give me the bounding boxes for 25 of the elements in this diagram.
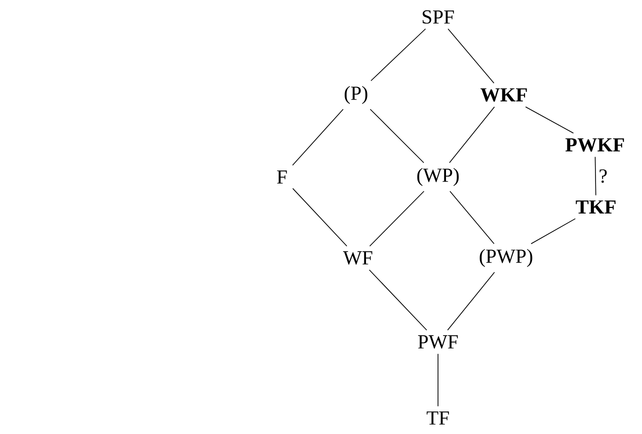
node-label: SPF (422, 10, 454, 24)
node-label: (P) (344, 86, 368, 104)
connector-line (594, 156, 596, 196)
connector-line (369, 190, 424, 247)
connector-line (450, 190, 494, 244)
connector-line (370, 108, 424, 164)
connector-line (530, 218, 576, 244)
node-label: (PWP) (480, 248, 532, 267)
node-label: PWF (418, 335, 458, 349)
edge-label: ? (600, 169, 607, 183)
connector-line (292, 188, 348, 247)
node-label: WF (343, 251, 372, 265)
node-label: (WP) (417, 168, 459, 186)
connector-line (525, 106, 574, 134)
connector-line (449, 106, 495, 164)
node-label: TF (426, 411, 449, 424)
node-label: PWKF (565, 138, 624, 152)
node-label: TKF (576, 200, 616, 214)
node-label: WKF (480, 88, 527, 102)
connector-line (368, 269, 428, 331)
node-label: F (277, 170, 287, 184)
connector-line (448, 28, 494, 84)
connector-line (447, 272, 495, 331)
connector-line (292, 108, 344, 166)
connector-line (370, 28, 426, 82)
